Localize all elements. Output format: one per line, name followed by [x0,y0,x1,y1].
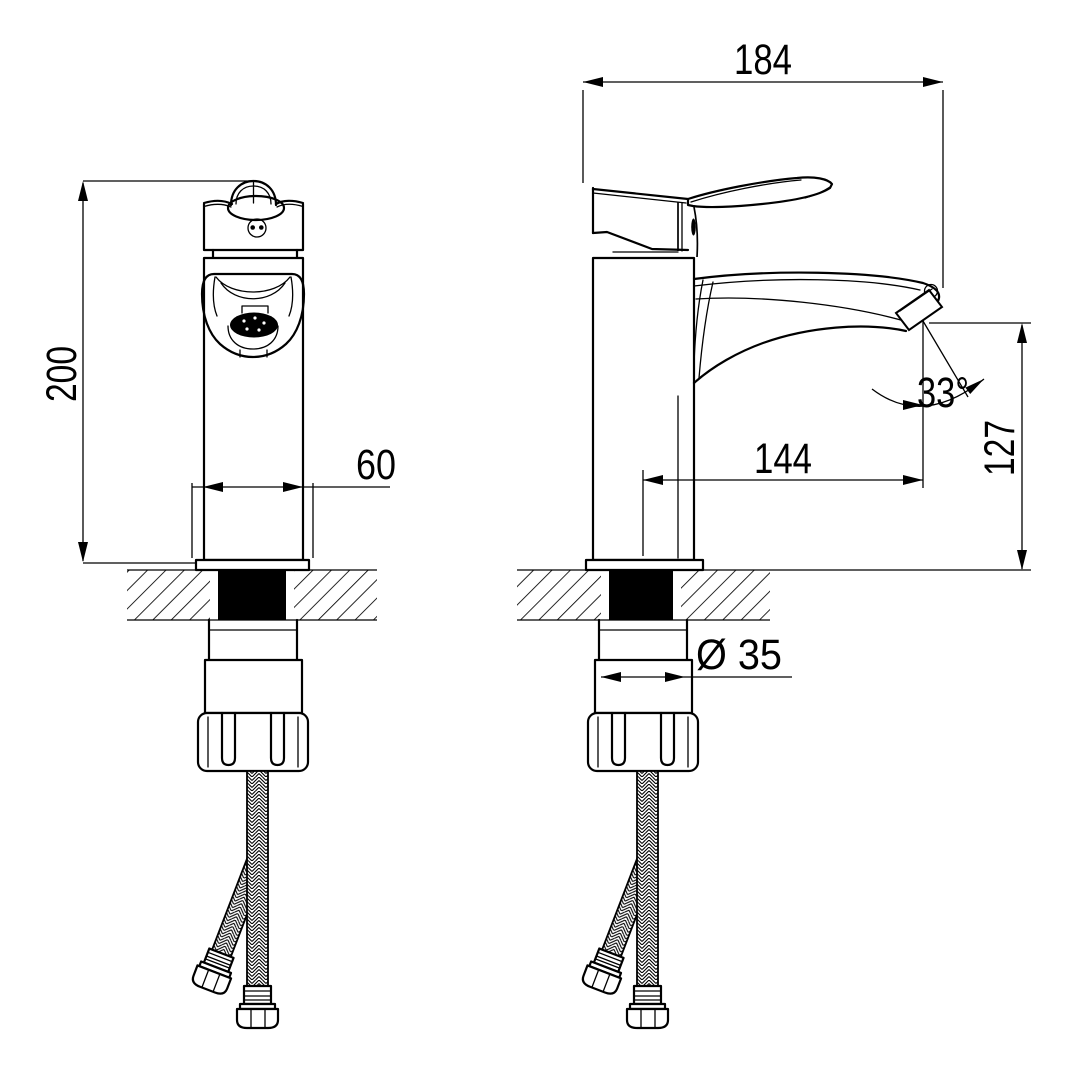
dim-total-height: 200 [38,180,256,564]
dim-label-spout-angle: 33° [917,369,969,417]
spout-front [200,272,306,359]
dim-label-shank-diameter: Ø 35 [696,631,782,679]
deck-side [517,569,1031,621]
base-plate-side [584,558,705,572]
dim-shank-diameter: Ø 35 [601,631,792,682]
lever-blade [686,176,834,209]
deck-front [127,569,377,621]
dim-spout-reach: 144 [642,435,923,556]
handle-side [591,176,834,258]
temp-indicator [247,218,267,238]
side-view: 184 144 33° 127 Ø 35 [517,36,1031,1030]
body-front [202,256,305,562]
handle-front [202,179,305,260]
dim-label-total-width: 184 [734,36,792,84]
front-view: 200 60 [38,179,396,1030]
dim-base-width: 60 [191,441,396,558]
dim-total-width: 184 [582,36,944,288]
dim-label-spout-reach: 144 [754,435,812,483]
base-plate-front [194,558,311,572]
dim-label-base-width: 60 [356,441,396,489]
dim-label-outlet-height: 127 [976,420,1024,476]
aerator-front [230,312,278,338]
dim-outlet-height: 127 [929,322,1031,570]
shank-through-deck [218,570,286,620]
spout-side [692,271,944,385]
dim-label-total-height: 200 [38,346,86,402]
dim-spout-angle: 33° [871,320,985,488]
aerator-side [894,288,944,332]
